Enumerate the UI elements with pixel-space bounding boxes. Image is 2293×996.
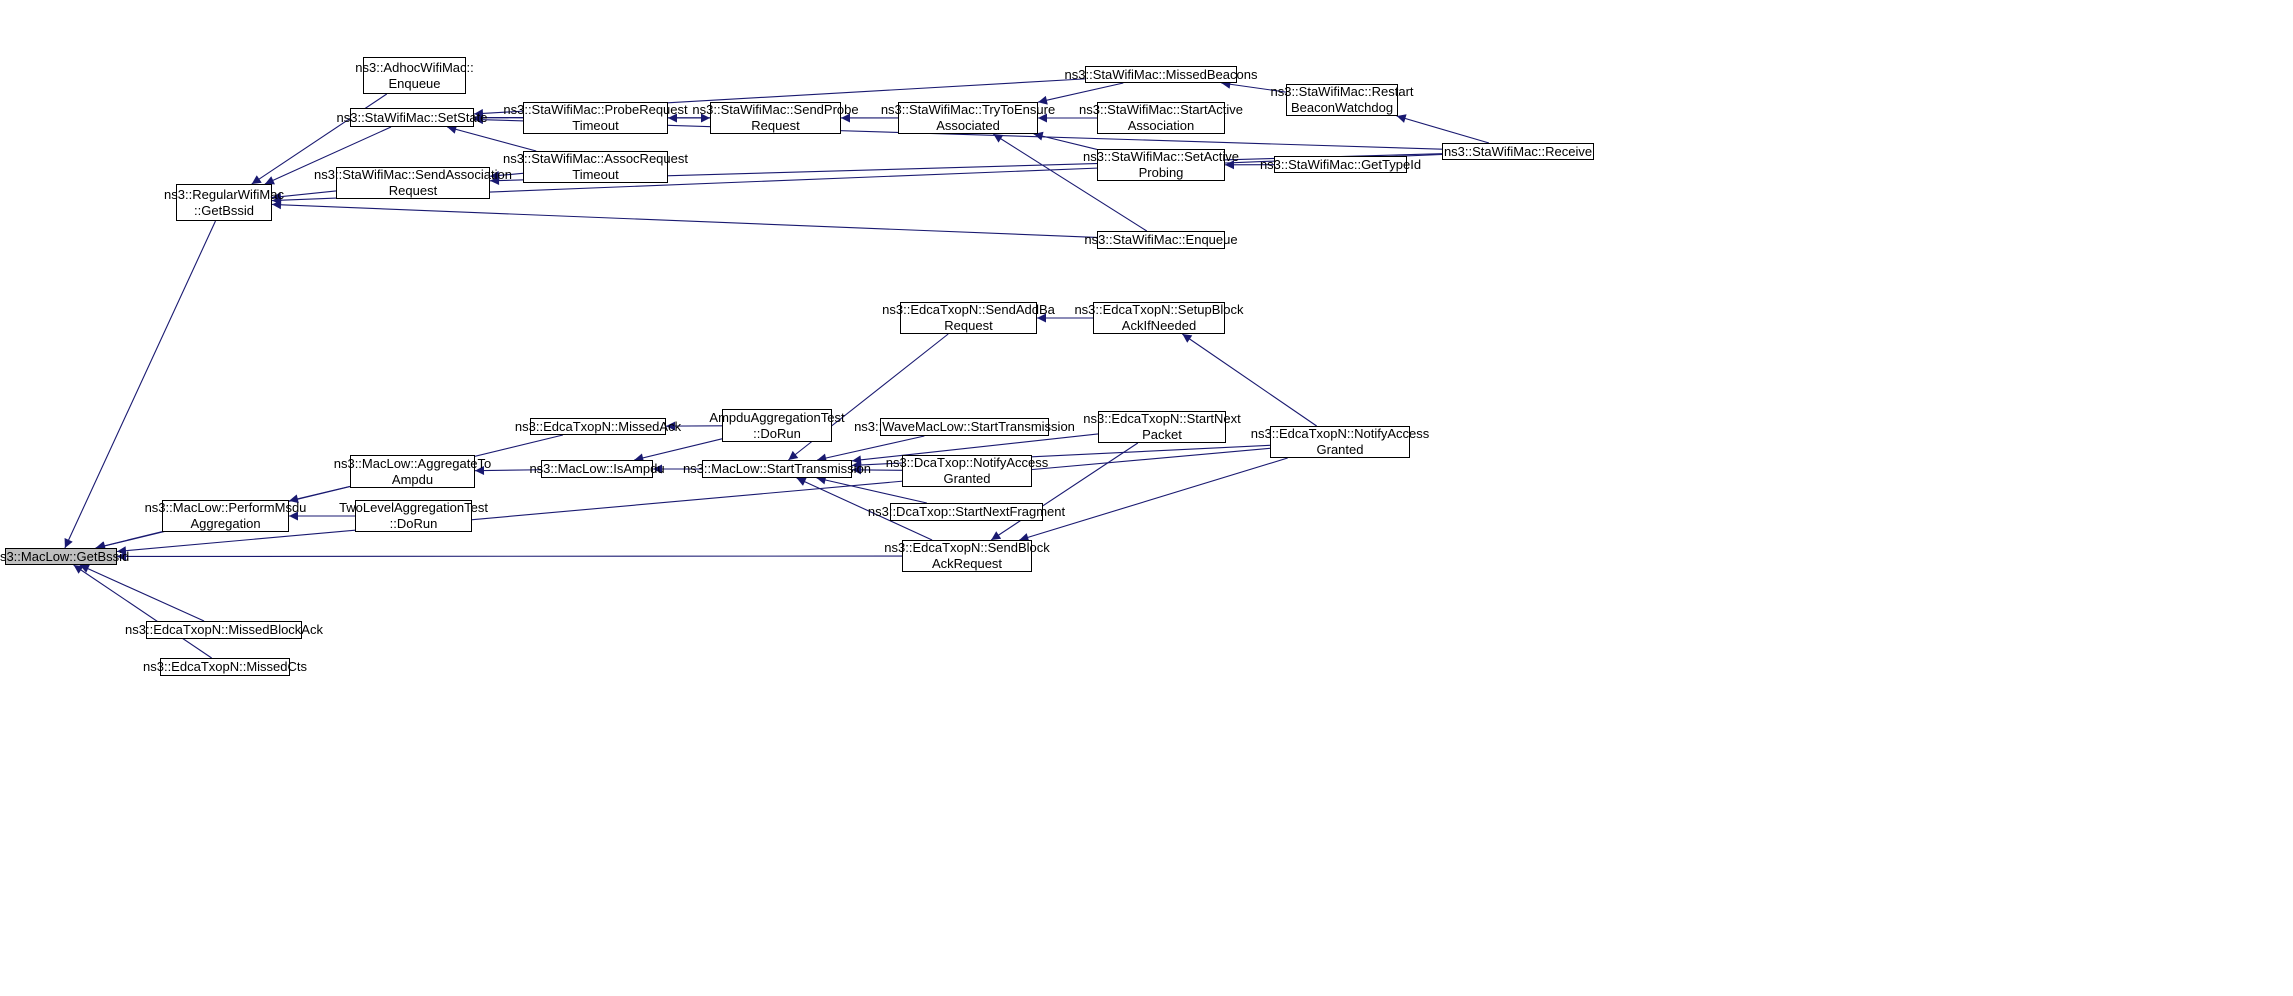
call-edge-dcatxop_notifyaccess-to-maclow_starttransmission [851,465,903,475]
node-label: ns3::MacLow::PerformMsdu Aggregation [144,500,307,531]
node-label: TwoLevelAggregationTest ::DoRun [339,500,488,531]
node-label: ns3::StaWifiMac::SendProbe Request [692,102,859,133]
node-label: ns3::EdcaTxopN::SendBlock AckRequest [884,540,1050,571]
node-label: AmpduAggregationTest ::DoRun [709,409,845,441]
node-stawifimac-setstate[interactable]: ns3::StaWifiMac::SetState [337,108,488,127]
node-label: ns3::WaveMacLow::StartTransmission [854,419,1075,434]
node-stawifimac-gettypeid[interactable]: ns3::StaWifiMac::GetTypeId [1260,156,1421,173]
node-label: ns3::StaWifiMac::MissedBeacons [1064,66,1258,82]
node-label: ns3::AdhocWifiMac:: Enqueue [355,59,474,91]
node-label: ns3::StaWifiMac::ProbeRequest Timeout [503,102,688,133]
call-edge-stawifimac_missedbeacons-to-stawifimac_trytoensure [1037,82,1124,105]
node-label: ns3::StaWifiMac::GetTypeId [1259,156,1422,172]
node-maclow-getbssid: ns3::MacLow::GetBssid [0,548,129,565]
call-edge-maclow_performmsdu-to-maclow_getbssid [95,531,163,551]
node-stawifimac-sendassociationrequest[interactable]: ns3::StaWifiMac::SendAssociation Request [314,167,512,199]
node-edcatxopn-missedblockack[interactable]: ns3::EdcaTxopN::MissedBlockAck [125,621,323,639]
node-wavemaclow-starttransmission[interactable]: ns3::WaveMacLow::StartTransmission [854,418,1075,436]
node-label: ns3::StaWifiMac::Receive [1443,143,1593,159]
node-label: ns3::StaWifiMac::Restart BeaconWatchdog [1270,84,1414,115]
call-edge-edcatxopn_startnextpacket-to-maclow_starttransmission [851,433,1099,465]
call-edge-edcatxopn_startnextpacket-to-edcatxopn_sendblockack [990,442,1139,541]
call-edge-stawifimac_setactiveprobing-to-stawifimac_trytoensure [1033,131,1098,150]
node-label: ns3::MacLow::StartTransmission [682,461,872,476]
node-label: ns3::EdcaTxopN::StartNext Packet [1083,411,1241,442]
node-label: ns3::MacLow::GetBssid [0,548,130,564]
node-maclow-performmsduaggregation[interactable]: ns3::MacLow::PerformMsdu Aggregation [145,500,306,532]
node-maclow-isampdu[interactable]: ns3::MacLow::IsAmpdu [529,460,665,478]
call-edge-stawifimac_setstate-to-regularwifimac_getbssid [264,126,392,185]
call-edge-maclow_aggregatetoampdu-to-maclow_performmsdu [288,485,351,504]
call-edge-maclow_isampdu-to-maclow_aggregatetoampdu [474,466,542,476]
node-adhocwifimac-enqueue[interactable]: ns3::AdhocWifiMac:: Enqueue [355,57,474,94]
node-edcatxopn-startnextpacket[interactable]: ns3::EdcaTxopN::StartNext Packet [1083,411,1241,443]
node-label: ns3::EdcaTxopN::MissedAck [514,418,682,434]
node-stawifimac-enqueue[interactable]: ns3::StaWifiMac::Enqueue [1084,231,1238,249]
node-label: ns3::EdcaTxopN::SendAddBa Request [882,302,1055,333]
node-ampduaggregationtest-dorun[interactable]: AmpduAggregationTest ::DoRun [709,409,845,442]
node-label: ns3::MacLow::AggregateTo Ampdu [333,455,492,487]
node-stawifimac-assocrequesttimeout[interactable]: ns3::StaWifiMac::AssocRequest Timeout [503,151,688,183]
node-edcatxopn-missedack[interactable]: ns3::EdcaTxopN::MissedAck [515,418,681,435]
node-label: ns3::DcaTxop::NotifyAccess Granted [885,455,1049,486]
node-label: ns3::StaWifiMac::SetActive Probing [1082,149,1240,180]
call-edge-edcatxopn_missedblockack-to-maclow_getbssid [79,564,205,622]
node-label: ns3::DcaTxop::StartNextFragment [867,504,1066,519]
call-edge-wavemaclow_starttx-to-maclow_starttransmission [817,435,925,463]
call-edge-stawifimac_receive-to-stawifimac_restartbeacon [1396,114,1490,144]
node-stawifimac-proberequesttimeout[interactable]: ns3::StaWifiMac::ProbeRequest Timeout [503,102,688,134]
node-twolevelaggregationtest-dorun[interactable]: TwoLevelAggregationTest ::DoRun [339,500,488,532]
call-edge-ampduaggtest_dorun-to-maclow_isampdu [634,438,723,463]
node-stawifimac-restartbeaconwatchdog[interactable]: ns3::StaWifiMac::Restart BeaconWatchdog [1270,84,1414,116]
call-edge-stawifimac_enqueue-to-stawifimac_trytoensure [993,133,1148,232]
node-label: ns3::StaWifiMac::SetState [336,109,488,125]
node-label: ns3::StaWifiMac::StartActive Association [1079,102,1243,133]
call-edge-regularwifimac_getbssid-to-maclow_getbssid [64,220,216,549]
call-edge-stawifimac_assocrequesttimeout-to-stawifimac_setstate [447,124,537,152]
call-edge-stawifimac_sendassociation-to-regularwifimac_getbssid [271,190,337,202]
node-label: ns3::MacLow::IsAmpdu [529,461,665,476]
call-edge-edcatxopn_notifyaccess-to-maclow_getbssid [116,447,1271,556]
node-stawifimac-receive[interactable]: ns3::StaWifiMac::Receive [1442,143,1594,160]
call-edge-stawifimac_assocrequesttimeout-to-stawifimac_sendassociation [489,170,524,180]
node-label: ns3::EdcaTxopN::NotifyAccess Granted [1250,426,1430,457]
node-label: ns3::StaWifiMac::TryToEnsure Associated [880,102,1056,133]
node-edcatxopn-setupblockackifneeded[interactable]: ns3::EdcaTxopN::SetupBlock AckIfNeeded [1074,302,1244,334]
node-label: ns3::RegularWifiMac ::GetBssid [164,186,284,218]
call-edge-stawifimac_restartbeacon-to-stawifimac_missedbeacons [1221,79,1287,93]
node-label: ns3::StaWifiMac::SendAssociation Request [314,167,512,198]
node-label: ns3::EdcaTxopN::MissedBlockAck [125,622,323,637]
call-edge-edcatxopn_notifyaccess-to-edcatxopn_sendblockack [1019,457,1288,542]
call-edge-edcatxopn_notifyaccess-to-edcatxopn_setupblockack [1182,333,1317,427]
node-edcatxopn-notifyaccessgranted[interactable]: ns3::EdcaTxopN::NotifyAccess Granted [1251,426,1429,458]
call-edge-edcatxopn_missedcts-to-maclow_getbssid [73,564,212,659]
node-stawifimac-missedbeacons[interactable]: ns3::StaWifiMac::MissedBeacons [1065,66,1257,83]
node-stawifimac-trytoensureassociated[interactable]: ns3::StaWifiMac::TryToEnsure Associated [881,102,1055,134]
node-edcatxopn-sendaddbarequest[interactable]: ns3::EdcaTxopN::SendAddBa Request [882,302,1055,334]
node-edcatxopn-missedcts[interactable]: ns3::EdcaTxopN::MissedCts [143,658,307,676]
call-edge-dcatxop_startnextfragment-to-maclow_starttransmission [816,475,927,504]
call-edge-edcatxopn_sendblockack-to-maclow_starttransmission [796,477,933,541]
node-maclow-aggregatetoampdu[interactable]: ns3::MacLow::AggregateTo Ampdu [334,455,491,488]
node-regularwifimac-getbssid[interactable]: ns3::RegularWifiMac ::GetBssid [164,184,284,221]
node-stawifimac-setactiveprobing[interactable]: ns3::StaWifiMac::SetActive Probing [1083,149,1239,181]
node-label: ns3::EdcaTxopN::MissedCts [143,659,308,674]
node-label: ns3::StaWifiMac::AssocRequest Timeout [503,151,688,182]
node-dcatxop-notifyaccessgranted[interactable]: ns3::DcaTxop::NotifyAccess Granted [886,455,1048,487]
call-edge-stawifimac_enqueue-to-regularwifimac_getbssid [271,200,1098,238]
node-maclow-starttransmission[interactable]: ns3::MacLow::StartTransmission [683,460,871,478]
node-label: ns3::EdcaTxopN::SetupBlock AckIfNeeded [1074,302,1244,333]
node-stawifimac-startactiveassociation[interactable]: ns3::StaWifiMac::StartActive Association [1079,102,1243,134]
node-label: ns3::StaWifiMac::Enqueue [1084,232,1238,247]
node-dcatxop-startnextfragment[interactable]: ns3::DcaTxop::StartNextFragment [868,503,1065,521]
node-stawifimac-sendproberequest[interactable]: ns3::StaWifiMac::SendProbe Request [692,102,859,134]
node-edcatxopn-sendblockackrequest[interactable]: ns3::EdcaTxopN::SendBlock AckRequest [884,540,1050,572]
